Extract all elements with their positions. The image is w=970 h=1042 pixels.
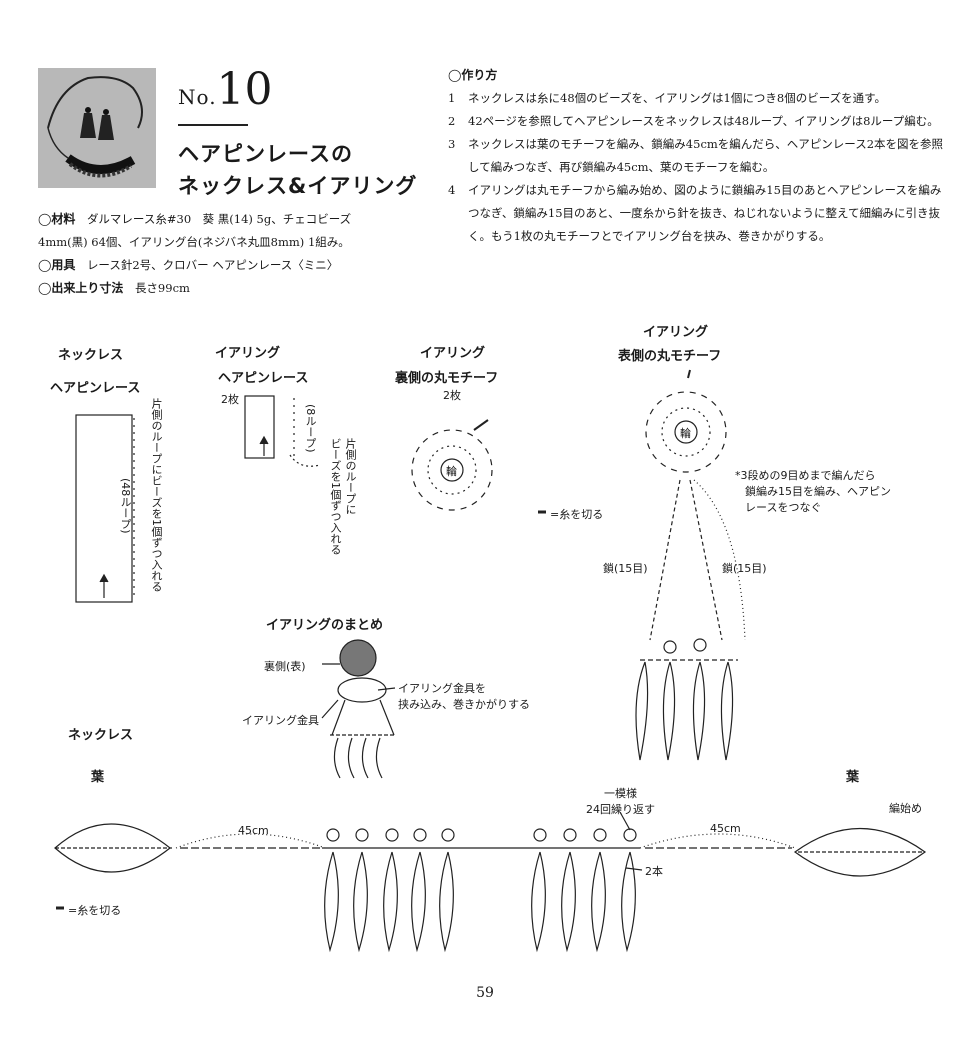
back-motif-center: 輪 <box>446 465 457 478</box>
instruction-step: 1 ネックレスは糸に48個のビーズを、イアリングは1個につき8個のビーズを通す。 <box>448 87 948 110</box>
front-motif-note-1: *3段めの9目めまで編んだら <box>735 469 876 482</box>
assembly-clasp-label: イアリング金具 <box>242 714 319 727</box>
instruction-step: 4 イアリングは丸モチーフから編み始め、図のように鎖編み15目のあとヘアピンレース… <box>448 179 948 248</box>
assembly-title: イアリングのまとめ <box>266 618 384 633</box>
chain-left-length: 45cm <box>238 824 269 837</box>
earring-hairpin-strip <box>244 395 275 459</box>
front-motif-subtitle: 表側の丸モチーフ <box>618 349 722 364</box>
materials-section: ◯材料 ダルマレース糸#30 葵 黒(14) 5g、チェコビーズ 4mm(黒) … <box>38 208 418 300</box>
necklace-photo-illustration <box>38 68 156 188</box>
earring-assembly-drawing <box>321 639 396 779</box>
necklace-loop-count: (48ループ) <box>119 478 132 534</box>
back-motif-title: イアリング <box>420 346 486 361</box>
back-motif-count: 2枚 <box>443 389 461 402</box>
size-label: ◯出来上り寸法 <box>38 281 124 295</box>
necklace-diagram <box>54 811 927 953</box>
earring-hairpin-loops <box>635 638 734 761</box>
assembly-note-2: 挟み込み、巻きかがりする <box>398 698 530 711</box>
earring-hairpin-count: 2枚 <box>221 393 239 406</box>
back-motif-subtitle: 裏側の丸モチーフ <box>395 371 499 386</box>
size-text: 長さ99cm <box>134 281 190 295</box>
page-number: 59 <box>476 985 494 1001</box>
earring-hairpin-title: イアリング <box>215 346 281 361</box>
instruction-step: 3 ネックレスは葉のモチーフを編み、鎖編み45cmを編んだら、ヘアピンレース2本を… <box>448 133 948 179</box>
instructions-section: ◯作り方 1 ネックレスは糸に48個のビーズを、イアリングは1個につき8個のビーズ… <box>448 64 948 248</box>
leaf-right-label: 葉 <box>846 770 860 785</box>
step-text: ネックレスは葉のモチーフを編み、鎖編み45cmを編んだら、ヘアピンレース2本を図… <box>468 137 944 174</box>
step-number: 1 <box>448 91 456 105</box>
cut-thread-note: =糸を切る <box>550 508 604 521</box>
step-text: 42ページを参照してヘアピンレースをネックレスは48ループ、イアリングは8ループ… <box>468 114 939 128</box>
chain-right-length: 45cm <box>710 822 741 835</box>
repeat-note-2: 24回繰り返す <box>586 803 655 816</box>
start-label: 編始め <box>889 802 922 815</box>
assembly-note-1: イアリング金具を <box>398 682 486 695</box>
front-chain-right-label: 鎖(15目) <box>722 562 767 575</box>
instructions-heading: ◯作り方 <box>448 68 498 82</box>
front-motif-center: 輪 <box>680 427 691 440</box>
earring-bead-note-2: ビーズを1個ずつ入れる <box>329 438 342 555</box>
pattern-number: No.10 <box>178 68 273 112</box>
product-photo <box>38 68 156 188</box>
strands-label: 2本 <box>645 865 663 878</box>
leaf-left-label: 葉 <box>91 770 105 785</box>
tools-label: ◯用具 <box>38 258 76 272</box>
step-text: イアリングは丸モチーフから編み始め、図のように鎖編み15目のあとヘアピンレースを… <box>468 183 942 243</box>
pattern-number-prefix: No. <box>178 85 217 109</box>
assembly-back-label: 裏側(表) <box>264 660 306 673</box>
materials-label: ◯材料 <box>38 212 76 226</box>
step-number: 3 <box>448 137 456 151</box>
page-title: ヘアピンレースの ネックレス&イアリング <box>178 138 417 202</box>
earring-loop-count: (8ループ) <box>304 404 317 453</box>
tools-text: レース針2号、クロバー ヘアピンレース〈ミニ〉 <box>86 258 339 272</box>
front-motif-note-3: レースをつなぐ <box>745 501 822 514</box>
front-motif-title: イアリング <box>643 325 709 340</box>
materials-line-1: ダルマレース糸#30 葵 黒(14) 5g、チェコビーズ <box>86 212 352 226</box>
front-motif-note-2: 鎖編み15目を編み、ヘアピン <box>745 485 891 498</box>
title-line-1: ヘアピンレースの <box>178 142 353 166</box>
necklace-cut-note: =糸を切る <box>68 904 122 917</box>
front-motif-chart <box>635 369 746 761</box>
necklace-title: ネックレス <box>68 728 134 743</box>
earring-hairpin-subtitle: ヘアピンレース <box>218 371 309 386</box>
front-chain-left-label: 鎖(15目) <box>603 562 648 575</box>
step-number: 2 <box>448 114 456 128</box>
back-motif-chart <box>411 419 493 511</box>
earring-chain-right <box>689 479 723 641</box>
step-number: 4 <box>448 183 456 197</box>
pattern-number-value: 10 <box>216 64 273 115</box>
title-line-2: ネックレス&イアリング <box>178 174 418 198</box>
title-rule <box>178 124 248 126</box>
necklace-hairpin-title: ネックレス <box>58 348 124 363</box>
earring-chain-left <box>649 479 681 641</box>
repeat-note-1: 一模様 <box>604 787 637 800</box>
necklace-bead-note: 片側のループにビーズを1個ずつ入れる <box>150 398 163 592</box>
materials-line-2: 4mm(黒) 64個、イアリング台(ネジバネ丸皿8mm) 1組み。 <box>38 235 350 249</box>
necklace-hairpin-strip <box>75 414 133 603</box>
earring-bead-note-1: 片側のループに <box>344 438 357 515</box>
instruction-step: 2 42ページを参照してヘアピンレースをネックレスは48ループ、イアリングは8ルー… <box>448 110 948 133</box>
step-text: ネックレスは糸に48個のビーズを、イアリングは1個につき8個のビーズを通す。 <box>468 91 886 105</box>
necklace-hairpin-subtitle: ヘアピンレース <box>50 381 141 396</box>
